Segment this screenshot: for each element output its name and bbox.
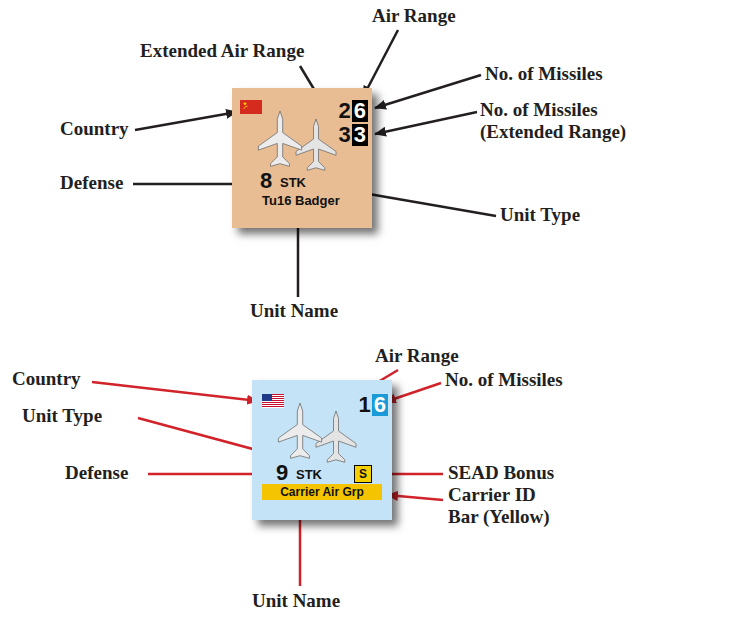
callout-label: Carrier ID Bar (Yellow)	[448, 484, 570, 528]
air-range: 1	[359, 394, 371, 416]
callout-label: Defense	[65, 462, 128, 484]
unit-name: Carrier Air Grp	[280, 485, 364, 499]
aircraft-icon	[258, 111, 301, 166]
leader-line	[387, 495, 443, 500]
leader-line	[92, 382, 258, 401]
callout-label: No. of Missiles	[485, 63, 603, 85]
callout-label: Unit Name	[252, 590, 340, 612]
country-flag	[262, 394, 284, 408]
unit-counter: 23 8 STK Tu16 Badger 63	[232, 88, 372, 228]
leader-line	[375, 112, 477, 134]
missile-count: 3	[354, 122, 366, 147]
callout-label: Unit Name	[250, 300, 338, 322]
callout-label: SEAD Bonus	[448, 462, 554, 484]
unit-name: Tu16 Badger	[262, 194, 340, 207]
leader-line	[385, 383, 441, 402]
callout-label: Country	[12, 368, 81, 390]
missile-box: 3	[352, 124, 368, 146]
defense-value: 9	[276, 462, 288, 484]
missile-count: 6	[354, 98, 366, 123]
callout-label: Extended Air Range	[140, 40, 304, 62]
air-range: 2	[339, 100, 351, 122]
callout-label: Air Range	[375, 345, 459, 367]
unit-counter: 1 9 STK 6S Carrier Air Grp	[252, 380, 392, 520]
unit-type: STK	[296, 468, 322, 481]
aircraft-icon	[278, 403, 321, 458]
callout-label: Air Range	[372, 5, 456, 27]
missile-box: 6	[372, 394, 388, 416]
aircraft-icon	[316, 411, 356, 462]
country-flag	[240, 100, 262, 114]
callout-label: Country	[60, 118, 129, 140]
black-leaders	[133, 30, 496, 297]
leader-line	[375, 75, 481, 108]
carrier-id-bar: Carrier Air Grp	[262, 484, 382, 500]
defense-value: 8	[260, 170, 272, 192]
aircraft-icon	[296, 119, 336, 170]
callout-label: Unit Type	[500, 204, 580, 226]
sead-box: S	[354, 465, 372, 483]
red-leaders	[92, 370, 443, 586]
leader-line	[363, 30, 398, 97]
callout-label: Unit Type	[22, 405, 102, 427]
extended-air-range: 3	[339, 124, 351, 146]
missile-box: 6	[352, 100, 368, 122]
unit-type: STK	[280, 176, 306, 189]
callout-label: No. of Missiles (Extended Range)	[480, 99, 652, 143]
missile-count: 6	[374, 392, 386, 417]
callout-label: Defense	[60, 172, 123, 194]
sead-bonus: S	[359, 467, 367, 481]
callout-label: No. of Missiles	[445, 369, 563, 391]
leader-line	[135, 112, 237, 130]
